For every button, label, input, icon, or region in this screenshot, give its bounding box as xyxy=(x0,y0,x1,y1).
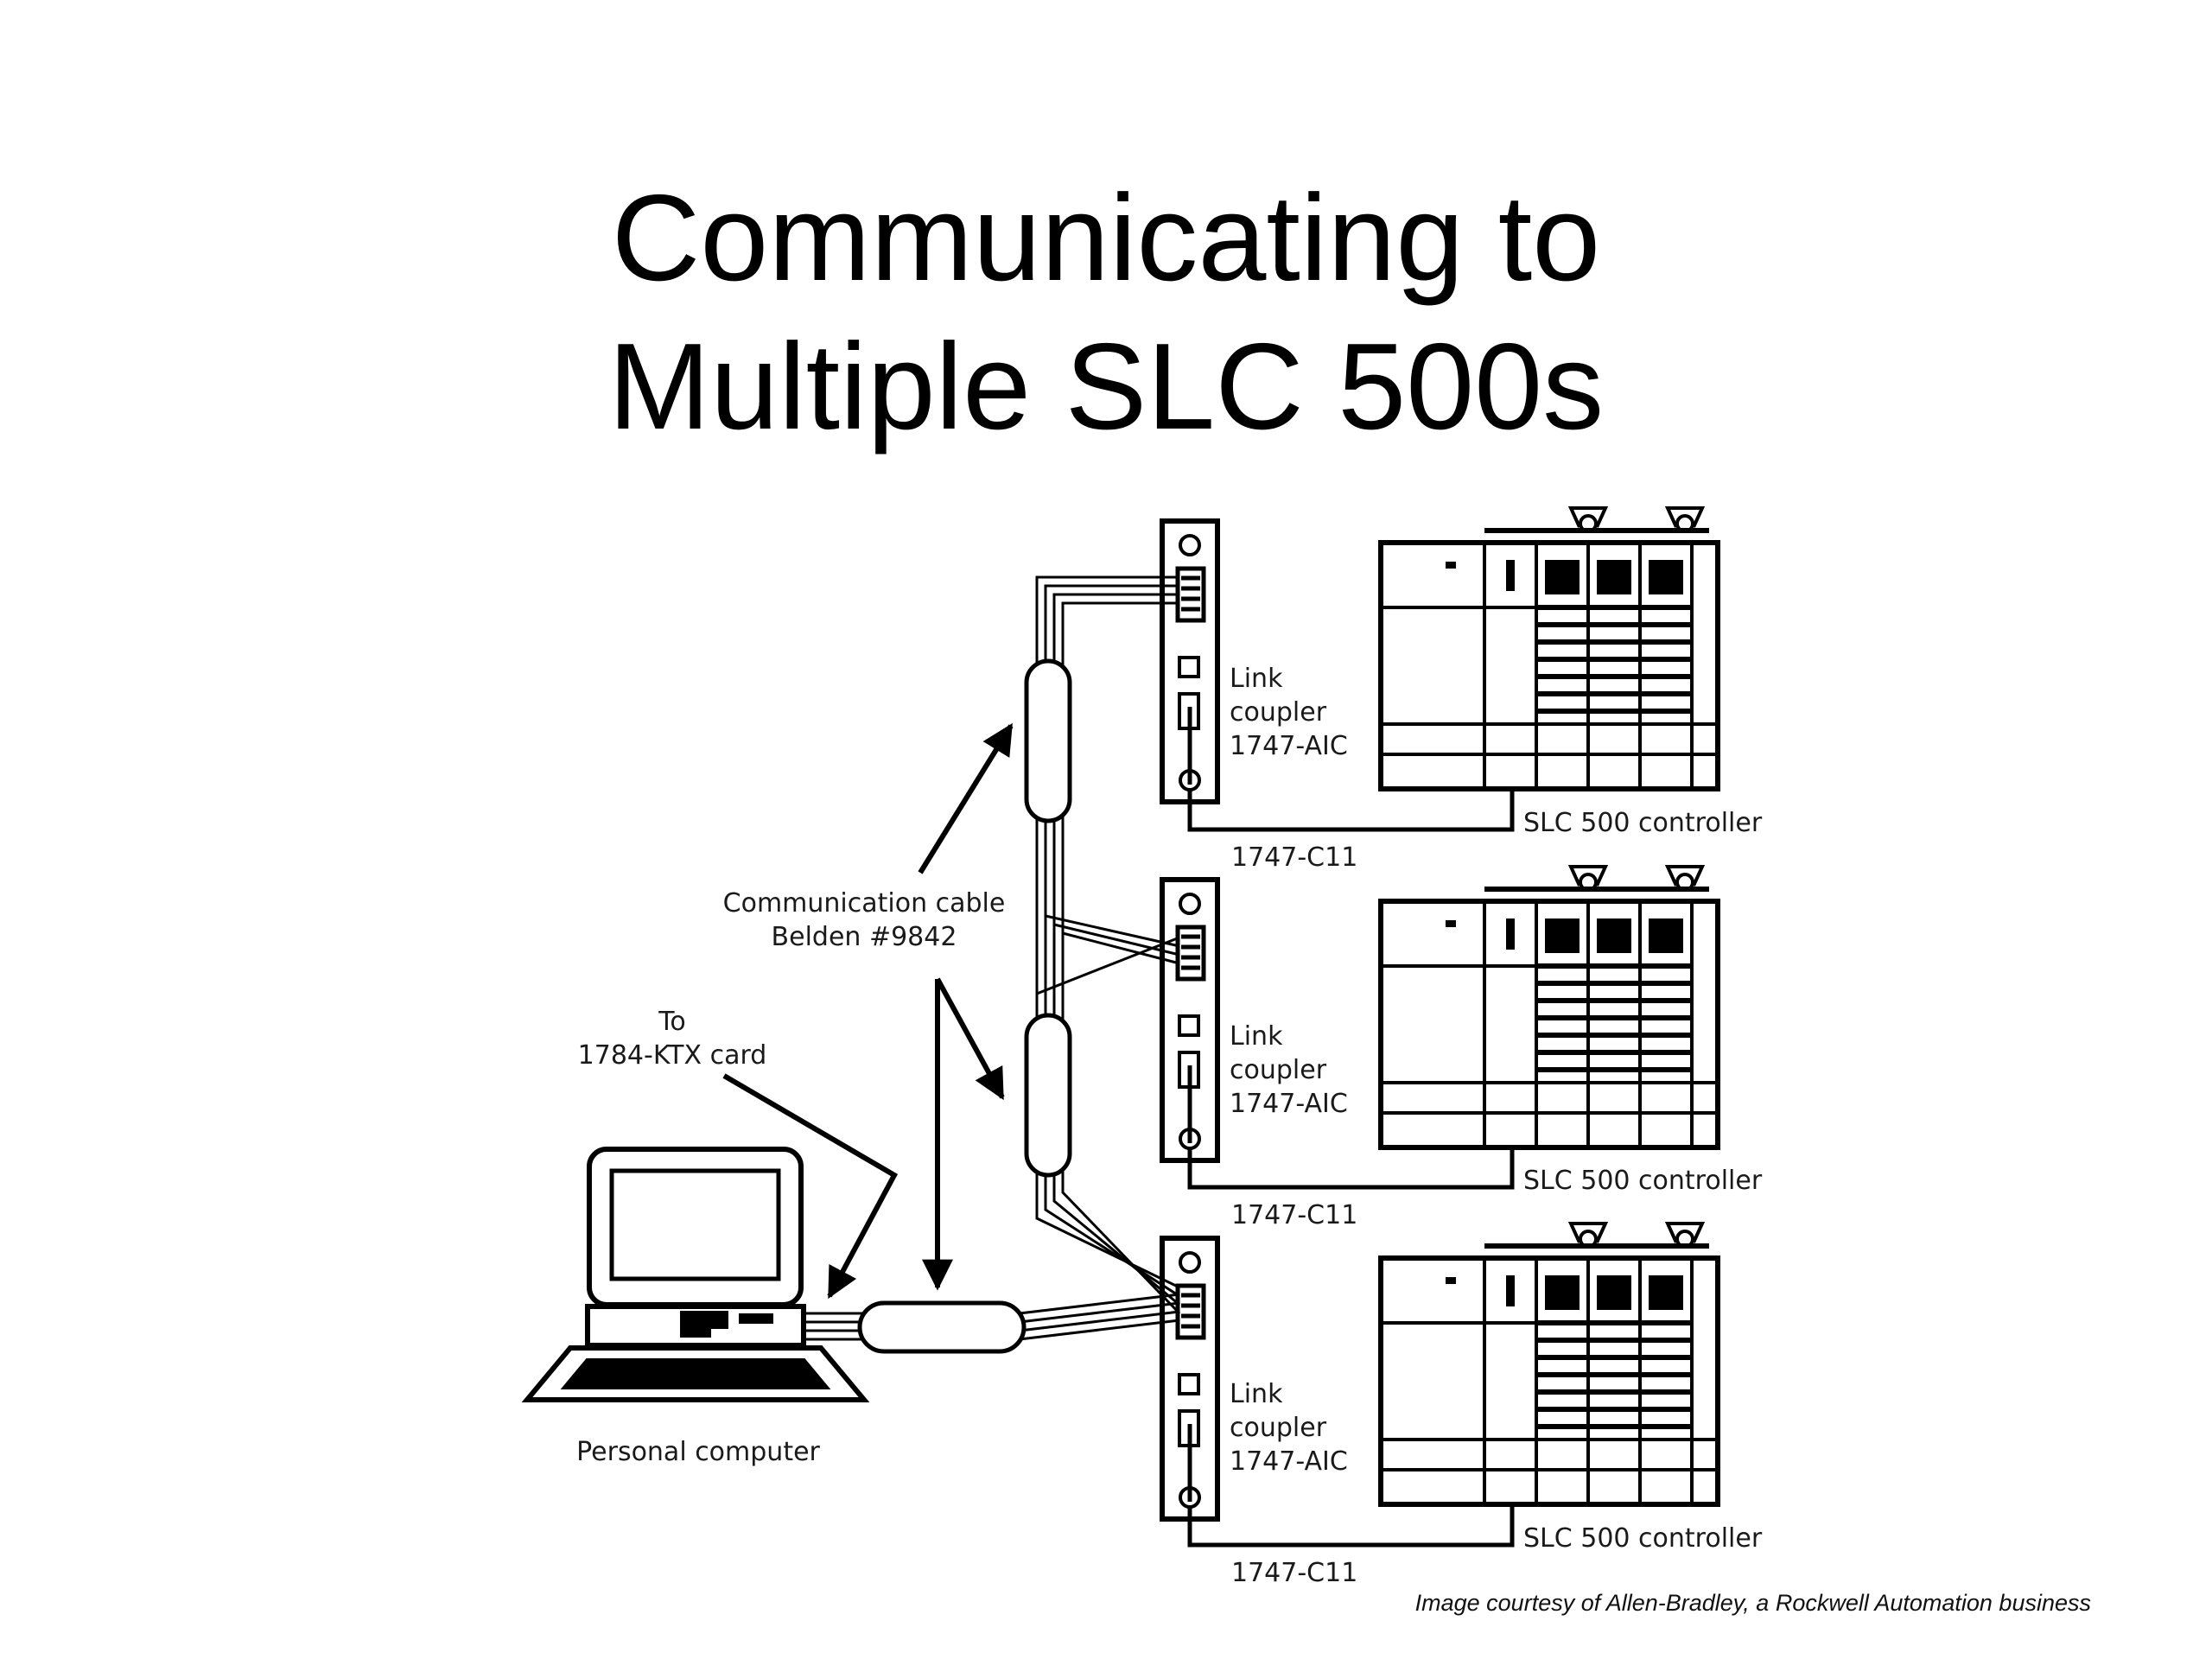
personal-computer-icon xyxy=(521,1147,870,1402)
slc-controller-1 xyxy=(1381,508,1718,789)
svg-text:Link: Link xyxy=(1230,664,1283,694)
computer-label: Personal computer xyxy=(576,1437,820,1467)
svg-text:To: To xyxy=(658,1007,686,1037)
ktx-label: To 1784-KTX card xyxy=(578,1007,767,1071)
c11-label-2: 1747-C11 xyxy=(1231,1200,1357,1230)
coupler-label-3: Link coupler 1747-AIC xyxy=(1230,1379,1348,1477)
title-line-2: Multiple SLC 500s xyxy=(607,318,1605,455)
svg-text:coupler: coupler xyxy=(1230,1055,1327,1085)
svg-text:1747-AIC: 1747-AIC xyxy=(1230,1089,1348,1119)
image-credit: Image courtesy of Allen-Bradley, a Rockw… xyxy=(1414,1590,2091,1616)
controller-label-1: SLC 500 controller xyxy=(1523,808,1763,838)
link-coupler-3 xyxy=(1162,1238,1217,1519)
svg-text:Belden #9842: Belden #9842 xyxy=(772,922,957,952)
svg-text:Communication cable: Communication cable xyxy=(723,888,1006,918)
cable-label: Communication cable Belden #9842 xyxy=(723,888,1006,952)
svg-text:Link: Link xyxy=(1230,1021,1283,1052)
link-coupler-1 xyxy=(1162,521,1217,802)
svg-text:Link: Link xyxy=(1230,1379,1283,1409)
slide-title: Communicating to Multiple SLC 500s xyxy=(0,164,2212,461)
title-line-1: Communicating to xyxy=(611,169,1601,307)
controller-label-2: SLC 500 controller xyxy=(1523,1166,1763,1196)
communication-cable-bundle xyxy=(804,575,1181,1341)
c11-cable-1 xyxy=(1187,789,1515,832)
cable-shield-sleeves xyxy=(857,658,1072,1354)
controller-label-3: SLC 500 controller xyxy=(1523,1523,1763,1554)
slc-controller-2 xyxy=(1381,867,1718,1147)
svg-text:1784-KTX card: 1784-KTX card xyxy=(578,1040,767,1071)
c11-cable-3 xyxy=(1187,1504,1515,1548)
label-arrows xyxy=(722,722,1014,1300)
svg-text:coupler: coupler xyxy=(1230,1413,1327,1443)
coupler-label-2: Link coupler 1747-AIC xyxy=(1230,1021,1348,1119)
c11-label-3: 1747-C11 xyxy=(1231,1558,1357,1588)
svg-text:1747-AIC: 1747-AIC xyxy=(1230,731,1348,761)
link-coupler-2 xyxy=(1162,880,1217,1160)
svg-text:1747-AIC: 1747-AIC xyxy=(1230,1446,1348,1477)
slc-controller-3 xyxy=(1381,1224,1718,1504)
c11-label-1: 1747-C11 xyxy=(1231,842,1357,873)
c11-cable-2 xyxy=(1187,1147,1515,1190)
coupler-label-1: Link coupler 1747-AIC xyxy=(1230,664,1348,761)
svg-text:coupler: coupler xyxy=(1230,697,1327,728)
